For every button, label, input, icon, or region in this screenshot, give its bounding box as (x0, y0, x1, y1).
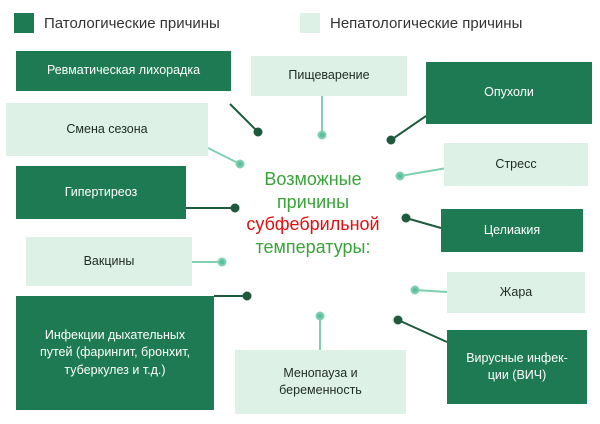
connector-dot (315, 311, 325, 321)
connector-dot (317, 130, 327, 140)
cause-digestion: Пищеварение (251, 56, 407, 96)
cause-rheumatic-fever: Ревматическая лихорадка (16, 51, 231, 91)
cause-viral-infections: Вирусные инфек- ции (ВИЧ) (447, 330, 587, 404)
connector-heat (414, 289, 448, 293)
connector-dot (235, 159, 245, 169)
cause-heat: Жара (447, 272, 585, 313)
center-title-line-accent: субфебрильной (246, 214, 380, 234)
cause-hyperthyroidism: Гипертиреоз (16, 166, 186, 219)
connector-dot (242, 291, 252, 301)
legend-swatch-dark (14, 13, 34, 33)
cause-celiac: Целиакия (441, 209, 583, 252)
connector-dot (410, 285, 420, 295)
connector-dot (217, 257, 227, 267)
connector-dot (386, 135, 396, 145)
connector-rheumatic (229, 103, 259, 133)
cause-vaccines: Вакцины (26, 237, 192, 286)
connector-stress (399, 167, 448, 177)
connector-dot (253, 127, 263, 137)
legend-pathological: Патологические причины (14, 12, 220, 34)
connector-viral (397, 319, 448, 343)
center-title-line: Возможные (264, 169, 362, 189)
connector-tumors (390, 115, 427, 141)
cause-tumors: Опухоли (426, 62, 592, 124)
connector-dot (393, 315, 403, 325)
connector-celiac (405, 217, 442, 229)
cause-stress: Стресс (444, 143, 588, 186)
cause-season-change: Смена сезона (6, 103, 208, 156)
connector-season (207, 147, 241, 165)
cause-menopause-pregnancy: Менопауза и беременность (235, 350, 406, 414)
legend-label: Непатологические причины (330, 14, 523, 32)
legend-nonpathological: Непатологические причины (300, 12, 522, 34)
connector-dot (401, 213, 411, 223)
legend-swatch-light (300, 13, 320, 33)
center-title: Возможные причины субфебрильной температ… (228, 168, 398, 258)
center-title-line: температуры: (255, 236, 371, 257)
cause-respiratory-infections: Инфекции дыхательных путей (фарингит, бр… (16, 296, 214, 410)
center-title-line: причины (276, 191, 350, 212)
legend-label: Патологические причины (44, 14, 220, 32)
